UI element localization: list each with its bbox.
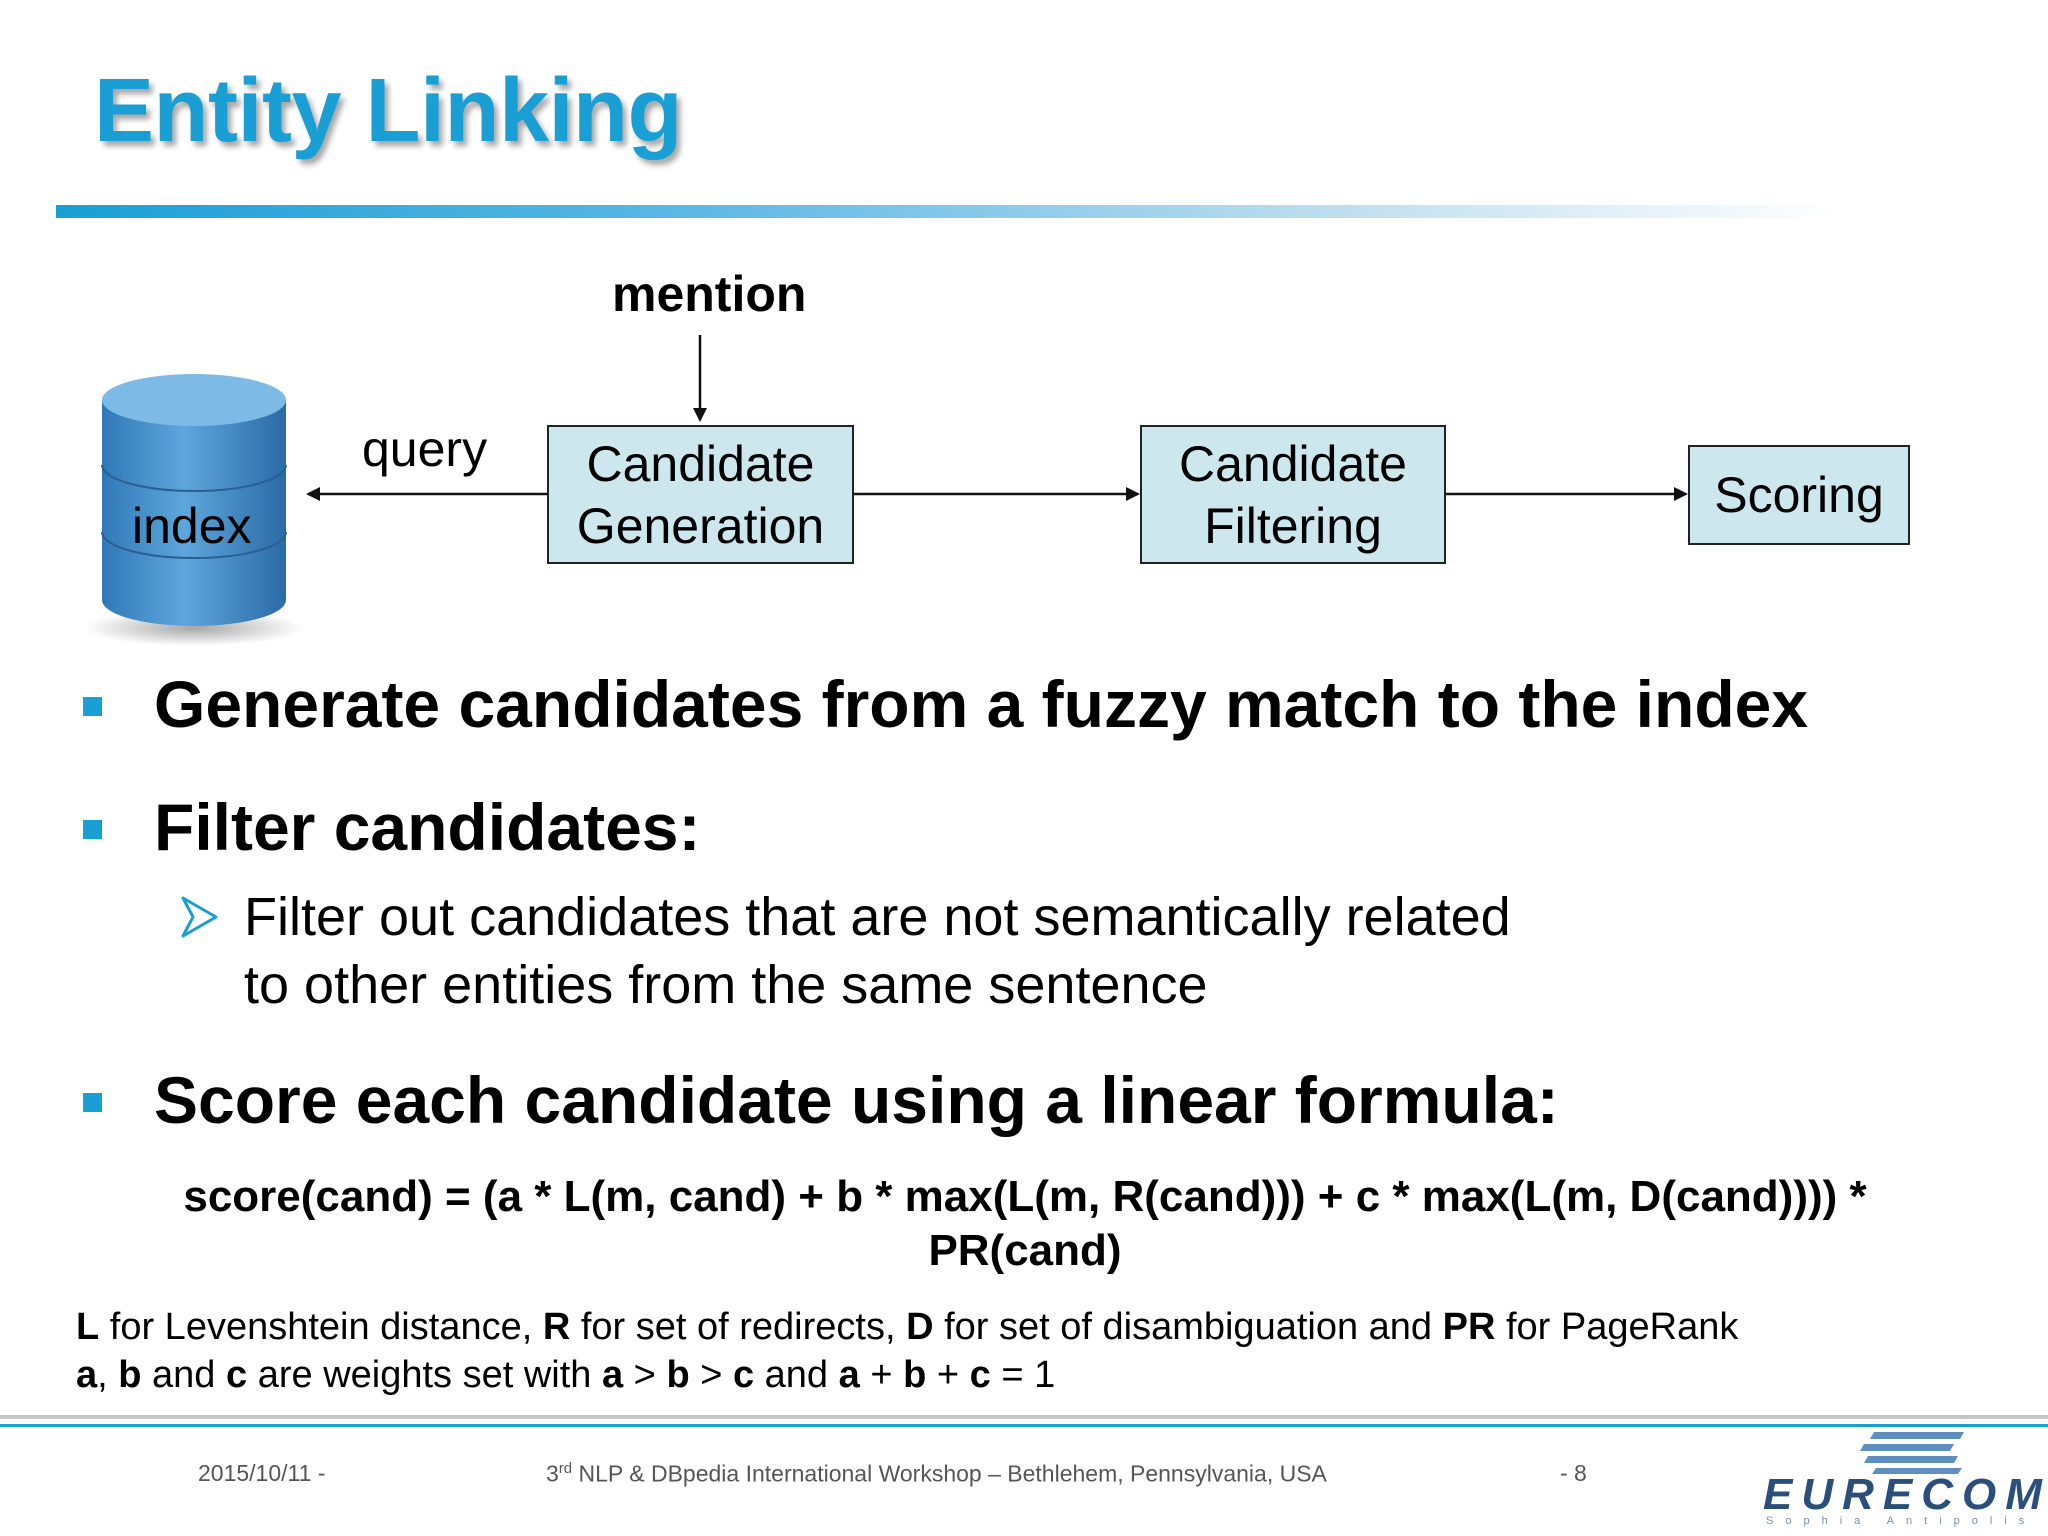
notes-run: and [754, 1354, 839, 1396]
event-number: 3 [546, 1460, 559, 1487]
bullet-generate: Generate candidates from a fuzzy match t… [154, 667, 1809, 741]
mention-label: mention [612, 266, 807, 322]
candidate-filtering-box: Candidate Filtering [1140, 425, 1446, 564]
notes-run: a [76, 1354, 98, 1396]
formula-line-2: PR(cand) [928, 1226, 1122, 1275]
database-icon [84, 374, 304, 646]
candidate-generation-box: Candidate Generation [547, 425, 854, 564]
notes-run: for Levenshtein distance, [99, 1306, 543, 1348]
notes-run: b [118, 1354, 142, 1396]
bullet-marker [83, 1093, 102, 1112]
arrow-bullet-icon [181, 896, 218, 938]
notes-run: c [226, 1354, 248, 1396]
eurecom-logo-subtitle: Sophia Antipolis [1766, 1515, 2037, 1527]
notes-run: b [666, 1354, 690, 1396]
notes-run: are weights set with [247, 1354, 602, 1396]
eurecom-logo-mark-icon [1860, 1432, 1964, 1474]
notes-line-2: a, b and c are weights set with a > b > … [76, 1351, 1738, 1399]
notes-run: for set of disambiguation and [933, 1306, 1443, 1348]
filtering-line-2: Filtering [1204, 497, 1382, 554]
notes-run: a [838, 1354, 860, 1396]
notes-run: D [906, 1306, 934, 1348]
query-label: query [362, 421, 488, 477]
notes-run: for set of redirects, [570, 1306, 907, 1348]
event-name: NLP & DBpedia International Workshop – B… [572, 1460, 1327, 1487]
footer-event: 3rd NLP & DBpedia International Workshop… [546, 1460, 1327, 1488]
notes-run: L [76, 1306, 100, 1348]
score-formula: score(cand) = (a * L(m, cand) + b * max(… [100, 1170, 1950, 1278]
scoring-label: Scoring [1714, 467, 1884, 523]
eurecom-logo: EURECOM [1763, 1470, 2048, 1519]
bullet-marker [83, 820, 102, 839]
footer-date: 2015/10/11 - [198, 1460, 326, 1486]
notes-run: , [97, 1354, 119, 1396]
footer-rule-accent [0, 1424, 2048, 1427]
bullet-filter: Filter candidates: [154, 790, 701, 864]
sub-bullet-text: Filter out candidates that are not seman… [244, 883, 1644, 1019]
title-underline [56, 205, 1836, 218]
notes-run: + [926, 1354, 970, 1396]
notes-run: PR [1442, 1306, 1496, 1348]
sub-bullet-line-1: Filter out candidates that are not seman… [244, 887, 1511, 947]
index-label: index [132, 498, 252, 554]
sub-bullet-line-2: to other entities from the same sentence [244, 955, 1208, 1015]
generation-line-1: Candidate [586, 435, 815, 492]
notes-run: c [732, 1354, 755, 1396]
formula-line-1: score(cand) = (a * L(m, cand) + b * max(… [183, 1172, 1867, 1221]
notes-run: b [903, 1354, 927, 1396]
pipeline-diagram: mention query index Candidate Generation… [0, 0, 2048, 680]
notes-run: + [859, 1354, 904, 1396]
bullet-marker [83, 697, 102, 716]
notes-run: c [969, 1354, 991, 1396]
footer-rule [0, 1415, 2048, 1419]
event-ordinal: rd [558, 1460, 573, 1477]
footer-page-number: - 8 [1560, 1460, 1587, 1486]
notes-run: and [141, 1354, 227, 1396]
notes-run: a [601, 1354, 624, 1396]
notes-run: > [623, 1354, 667, 1396]
formula-notes: L for Levenshtein distance, R for set of… [76, 1303, 1738, 1399]
notes-run: > [689, 1354, 733, 1396]
diagram-connectors [84, 335, 1688, 646]
filtering-line-1: Candidate [1179, 435, 1407, 492]
slide-title: Entity Linking [94, 61, 682, 161]
scoring-box: Scoring [1688, 445, 1910, 545]
notes-line-1: L for Levenshtein distance, R for set of… [76, 1303, 1738, 1351]
generation-line-2: Generation [576, 497, 825, 554]
notes-run: for PageRank [1495, 1306, 1739, 1348]
notes-run: R [542, 1306, 571, 1348]
notes-run: = 1 [990, 1354, 1056, 1396]
bullet-score: Score each candidate using a linear form… [154, 1063, 1559, 1137]
